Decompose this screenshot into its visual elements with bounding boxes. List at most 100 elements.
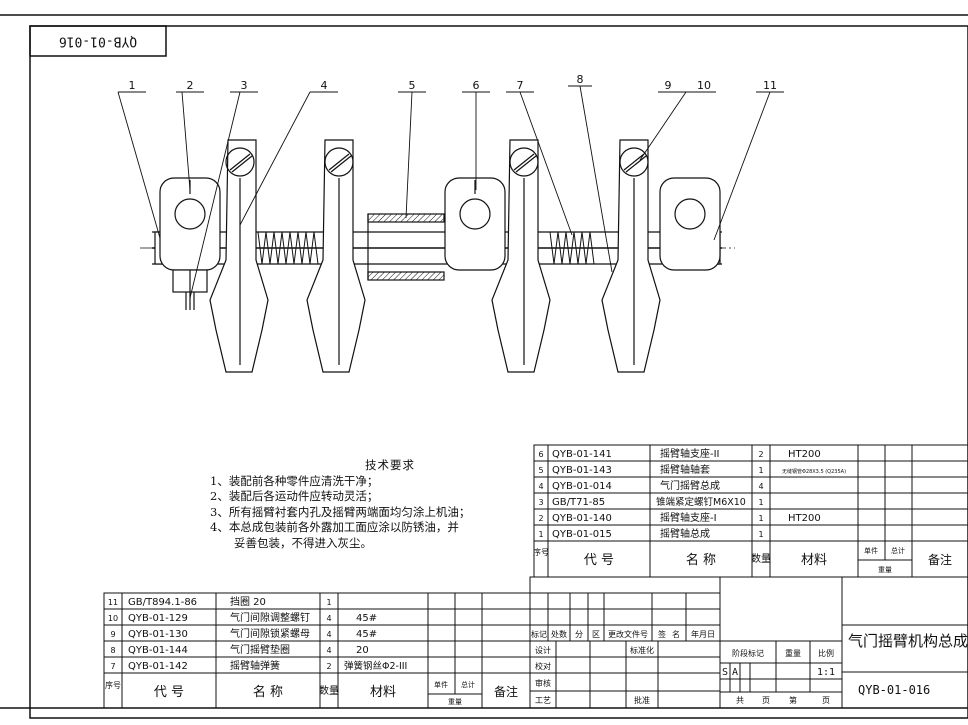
label-process: 工艺 <box>535 696 551 705</box>
bom-upper-text: 6 QYB-01-141 5 QYB-01-143 4 QYB-01-014 3… <box>533 447 952 574</box>
sheet-no-unit: 页 <box>822 696 830 705</box>
bom-lower-qty-7: 2 <box>326 662 331 671</box>
balloon-1: 1 <box>129 79 136 92</box>
sheets-total-unit: 页 <box>762 696 770 705</box>
balloon-5: 5 <box>409 79 416 92</box>
rotated-code-box <box>29 25 167 57</box>
bom-lower-name-9: 气门间隙锁紧螺母 <box>230 627 310 640</box>
bom-upper-header-qty: 数量 <box>751 552 771 565</box>
bom-upper-name-6: 摇臂轴支座-II <box>660 447 720 460</box>
bom-upper-no-6: 6 <box>538 450 543 459</box>
bom-lower-code-8: QYB-01-144 <box>128 645 188 656</box>
title-block-text: 标记 处数 分 区 更改文件号 签 名 年月日 设计 标准化 校对 审核 工艺 … <box>531 629 968 705</box>
bom-lower-no-8: 8 <box>110 646 115 655</box>
bom-lower-material-10: 45# <box>356 613 377 624</box>
bom-upper-code-2: QYB-01-140 <box>552 513 612 524</box>
rev-label-date: 年月日 <box>691 629 715 639</box>
bom-upper-no-3: 3 <box>538 498 543 507</box>
bom-upper-name-2: 摇臂轴支座-I <box>660 511 717 524</box>
bom-upper-name-3: 锥端紧定螺钉M6X10 <box>656 496 746 508</box>
tech-requirement-2: 2、装配后各运动件应转动灵活； <box>210 489 379 503</box>
stage-s: S <box>722 667 728 678</box>
rev-label-zone: 区 <box>592 630 600 639</box>
balloon-3: 3 <box>241 79 248 92</box>
bom-upper-code-3: GB/T71-85 <box>552 497 605 508</box>
bom-upper-header-name: 名 称 <box>686 552 716 568</box>
bom-lower-no-10: 10 <box>108 614 118 623</box>
balloon-7: 7 <box>517 79 524 92</box>
tech-requirement-4: 4、本总成包装前各外露加工面应涂以防锈油，并 <box>210 520 459 534</box>
bom-lower-material-9: 45# <box>356 629 377 640</box>
rocker-assembly-drawing <box>140 139 735 373</box>
label-design: 设计 <box>535 645 551 655</box>
bom-lower-header-total: 总计 <box>461 680 475 689</box>
bom-lower-header-name: 名 称 <box>253 684 283 700</box>
bom-lower-qty-9: 4 <box>326 630 331 639</box>
bom-lower-qty-8: 4 <box>326 646 331 655</box>
bom-upper-header-remark: 备注 <box>928 552 952 567</box>
drawing-title-1: 气门摇臂机构总成 <box>848 632 968 650</box>
bom-lower-header-weight: 重量 <box>448 698 462 706</box>
bom-upper-code-6: QYB-01-141 <box>552 449 612 460</box>
bom-upper-header-total: 总计 <box>891 546 905 555</box>
bom-upper-qty-5: 1 <box>758 466 763 475</box>
inner-frame <box>29 25 968 719</box>
bom-upper-qty-1: 1 <box>758 530 763 539</box>
bom-upper-code-4: QYB-01-014 <box>552 481 612 492</box>
spring-right <box>549 231 595 265</box>
bom-upper-no-4: 4 <box>538 482 543 491</box>
bom-lower-name-11: 挡圈 20 <box>230 595 266 608</box>
bom-upper-qty-4: 4 <box>758 482 763 491</box>
rocker-arm-4 <box>601 139 661 373</box>
bom-lower-code-9: QYB-01-130 <box>128 629 188 640</box>
rocker-arm-2 <box>306 139 366 373</box>
label-standardize: 标准化 <box>630 645 654 655</box>
bom-lower-header-remark: 备注 <box>494 684 518 699</box>
bom-lower-name-10: 气门间隙调整螺钉 <box>230 611 310 624</box>
bom-upper-header-unit: 单件 <box>864 546 878 555</box>
bom-upper-header-no: 序号 <box>533 547 549 557</box>
spring-left <box>257 231 319 265</box>
bom-lower-qty-11: 1 <box>326 598 331 607</box>
bom-upper-name-1: 摇臂轴总成 <box>660 527 710 540</box>
bom-lower-no-9: 9 <box>110 630 115 639</box>
rocker-arm-1 <box>209 139 269 373</box>
rev-label-mark: 标记 <box>531 629 547 639</box>
bom-lower <box>103 592 531 709</box>
bom-lower-material-7: 弹簧钢丝Φ2-III <box>344 660 407 672</box>
label-stage: 阶段标记 <box>732 648 764 658</box>
bom-lower-header-code: 代 号 <box>154 685 184 700</box>
bom-lower-header-material: 材料 <box>370 685 396 700</box>
bom-lower-text: 11 GB/T894.1-86 10 QYB-01-129 9 QYB-01-1… <box>105 595 518 706</box>
bom-upper-no-2: 2 <box>538 514 543 523</box>
rotated-drawing-code: QYB-01-016 <box>59 34 137 49</box>
sheets-total-label: 共 <box>736 696 744 705</box>
tech-requirements-title: 技术要求 <box>365 458 415 472</box>
bom-upper-qty-2: 1 <box>758 514 763 523</box>
bom-upper-material-2: HT200 <box>788 513 821 524</box>
balloon-leaders <box>117 85 784 299</box>
bom-upper-no-5: 5 <box>538 466 543 475</box>
bom-upper-code-5: QYB-01-143 <box>552 465 612 476</box>
balloon-2: 2 <box>187 79 194 92</box>
rocker-arm-3 <box>491 139 551 373</box>
rev-label-sign: 签 <box>658 629 666 639</box>
tech-requirement-4-cont: 妥善包装，不得进入灰尘。 <box>234 535 372 550</box>
bom-lower-material-8: 20 <box>356 645 369 656</box>
balloon-numbers: 1 2 3 4 5 6 7 8 9 10 11 <box>129 73 778 92</box>
label-scale: 比例 <box>818 648 834 658</box>
bom-lower-name-8: 气门摇臂垫圈 <box>230 643 290 656</box>
bom-lower-name-7: 摇臂轴弹簧 <box>230 659 280 672</box>
bom-lower-no-7: 7 <box>110 662 115 671</box>
tech-requirement-3: 3、所有摇臂衬套内孔及摇臂两端面均匀涂上机油； <box>210 504 471 519</box>
rev-label-part: 分 <box>575 630 583 639</box>
bom-upper-material-5: 无缝钢管Φ28X3.5 (Q235A) <box>782 468 846 475</box>
balloon-8: 8 <box>577 73 584 86</box>
scale-value: 1:1 <box>817 667 835 678</box>
bom-upper-qty-3: 1 <box>758 498 763 507</box>
balloon-9: 9 <box>665 79 672 92</box>
bom-lower-header-unit: 单件 <box>434 680 448 689</box>
bom-lower-code-10: QYB-01-129 <box>128 613 188 624</box>
stage-a: A <box>732 667 738 678</box>
